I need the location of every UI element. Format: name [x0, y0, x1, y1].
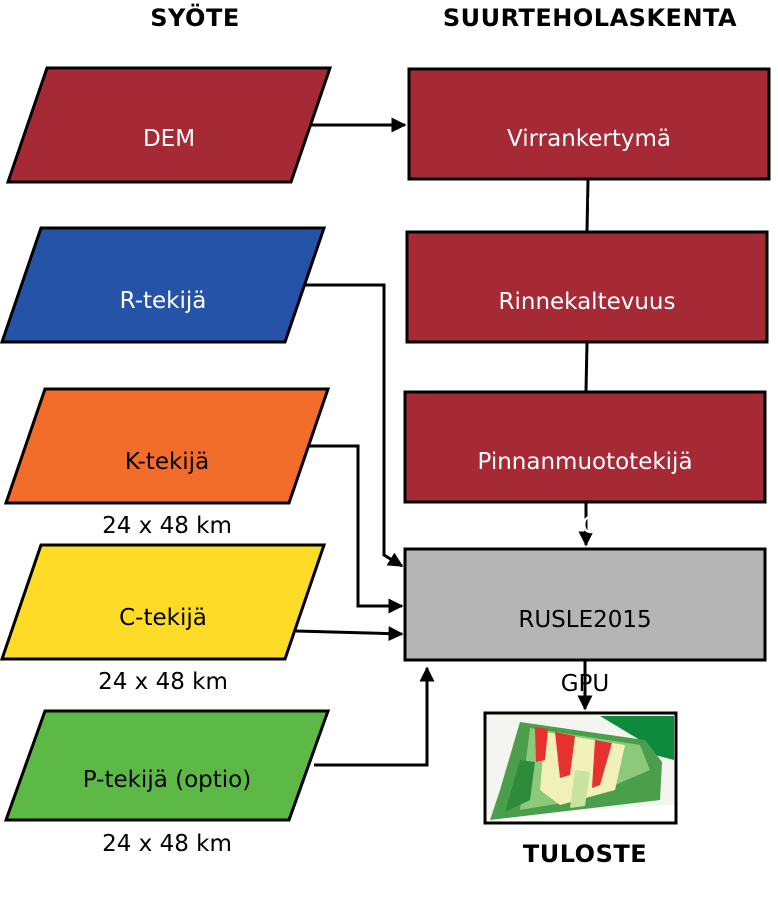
process-flow-line1: Virrankertymä: [506, 126, 672, 152]
input-r-size: 24 x 48 km: [98, 352, 228, 378]
input-dem-shape: [5, 66, 333, 184]
process-flow-line2: (flow accumulation),GPU: [447, 190, 731, 216]
process-slope-line2: (slope), GPU: [515, 353, 659, 379]
input-dem-name: DEM: [142, 126, 196, 152]
arrow-p-to-rusle: [314, 666, 435, 767]
input-c-shape: [0, 543, 327, 661]
input-p-shape: [3, 709, 331, 822]
process-ls-line2: LS, GPU: [539, 513, 631, 539]
process-rusle-shape: [403, 547, 767, 662]
arrow-k-to-rusle: [308, 444, 404, 614]
header-input: SYÖTE: [150, 4, 240, 32]
input-p-name: P-tekijä (optio): [82, 767, 252, 793]
input-c-size: 24 x 48 km: [98, 669, 228, 695]
process-flow-label: Virrankertymä (flow accumulation),GPU: [409, 91, 769, 251]
header-output: TULOSTE: [522, 840, 648, 868]
line-slope-to-ls: [584, 342, 589, 392]
input-p-label: P-tekijä (optio) 24 x 48 km: [47, 732, 287, 892]
process-slope-shape: [405, 230, 769, 344]
input-r-label: R-tekijä 24 x 48 km: [63, 253, 263, 413]
process-rusle-line1: RUSLE2015: [518, 607, 652, 633]
header-compute: SUURTEHOLASKENTA: [442, 4, 738, 32]
process-ls-shape: [403, 390, 767, 504]
process-ls-line1: Pinnanmuototekijä: [477, 449, 693, 475]
input-k-label: K-tekijä 24 x 48 km: [67, 414, 267, 574]
process-flow-shape: [407, 67, 771, 181]
input-dem-size: 24 x 48 km: [104, 190, 234, 216]
input-c-label: C-tekijä 24 x 48 km: [63, 570, 263, 730]
input-p-size: 24 x 48 km: [102, 831, 232, 857]
input-r-shape: [0, 226, 327, 344]
output-map-image: [483, 711, 678, 825]
input-c-name: C-tekijä: [119, 605, 207, 631]
input-k-name: K-tekijä: [124, 449, 210, 475]
arrow-c-to-rusle: [295, 626, 404, 642]
process-rusle-label: RUSLE2015 GPU: [405, 572, 765, 732]
input-k-shape: [3, 387, 331, 505]
process-slope-line1: Rinnekaltevuus: [498, 289, 676, 315]
arrow-r-to-rusle: [304, 283, 404, 568]
process-ls-label: Pinnanmuototekijä LS, GPU: [405, 414, 765, 574]
process-slope-label: Rinnekaltevuus (slope), GPU: [407, 254, 767, 414]
input-k-size: 24 x 48 km: [102, 513, 232, 539]
input-dem-label: DEM 24 x 48 km: [69, 91, 269, 251]
input-r-name: R-tekijä: [119, 288, 207, 314]
line-flow-to-slope: [585, 179, 590, 232]
process-rusle-line2: GPU: [560, 671, 610, 697]
